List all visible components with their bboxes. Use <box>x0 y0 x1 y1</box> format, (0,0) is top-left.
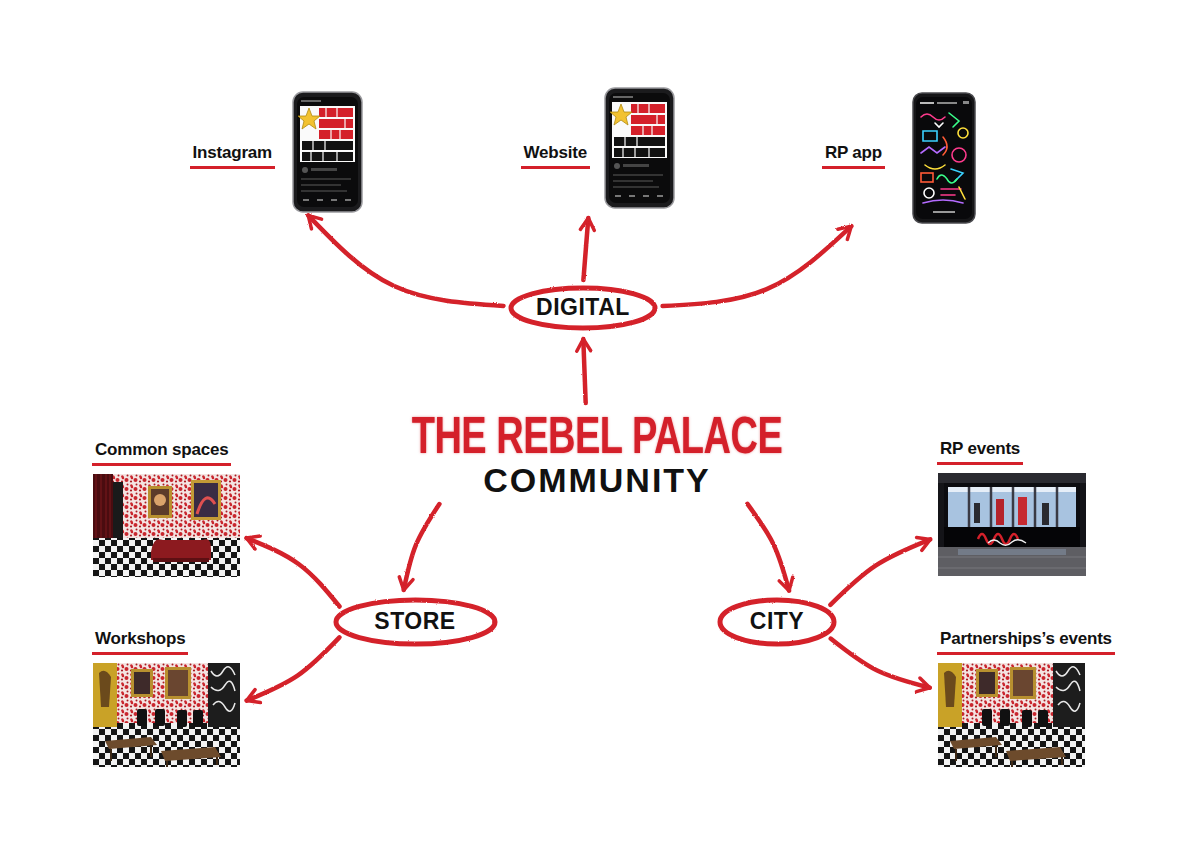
venue-label: Partnerships’s events <box>937 629 1115 655</box>
phone-illustration <box>293 92 362 212</box>
phone-illustration <box>605 88 674 208</box>
arrow-connector <box>247 637 340 700</box>
venue-node: Workshops <box>92 629 240 767</box>
arrow-connector <box>308 215 503 306</box>
arrow-connector <box>747 504 789 591</box>
venue-label: Common spaces <box>92 440 231 466</box>
arrow-connector <box>830 539 930 605</box>
channel-label: RP app <box>822 143 885 169</box>
ellipse-stroke <box>336 600 495 644</box>
channel-node: RP app <box>820 93 975 223</box>
arrow-connector <box>583 339 585 403</box>
storefront-illustration <box>938 473 1086 576</box>
hub-ellipse: DIGITAL <box>508 285 658 331</box>
connector-group <box>246 215 930 700</box>
channel-node: Instagram <box>188 92 362 212</box>
brand-tagline: COMMUNITY <box>412 462 783 499</box>
hub-label: STORE <box>374 609 455 634</box>
arrow-connector <box>663 226 852 306</box>
brand-name: THE REBEL PALACE <box>412 409 783 460</box>
venue-label: RP events <box>937 439 1023 465</box>
hub-ellipse: CITY <box>717 597 837 647</box>
hub-label: CITY <box>750 609 804 634</box>
arrow-connector <box>583 218 588 280</box>
app-phone-illustration <box>913 93 975 223</box>
arrow-connector <box>831 639 930 688</box>
hub-ellipse: STORE <box>333 597 498 647</box>
venue-node: RP events <box>937 439 1086 576</box>
venue-node: Common spaces <box>92 440 240 577</box>
arrow-connector <box>404 504 440 590</box>
lounge-illustration <box>93 474 240 577</box>
workshop-illustration <box>938 663 1085 767</box>
arrow-connector <box>246 538 339 606</box>
channel-label: Instagram <box>190 143 275 169</box>
channel-node: Website <box>519 88 675 210</box>
ellipse-stroke <box>720 600 834 644</box>
venue-node: Partnerships’s events <box>937 629 1115 767</box>
channel-label: Website <box>521 143 590 169</box>
ellipse-stroke <box>511 288 655 328</box>
workshop-illustration <box>93 663 240 767</box>
hub-label: DIGITAL <box>536 295 630 320</box>
venue-label: Workshops <box>92 629 188 655</box>
brand-center: THE REBEL PALACECOMMUNITY <box>412 408 783 499</box>
